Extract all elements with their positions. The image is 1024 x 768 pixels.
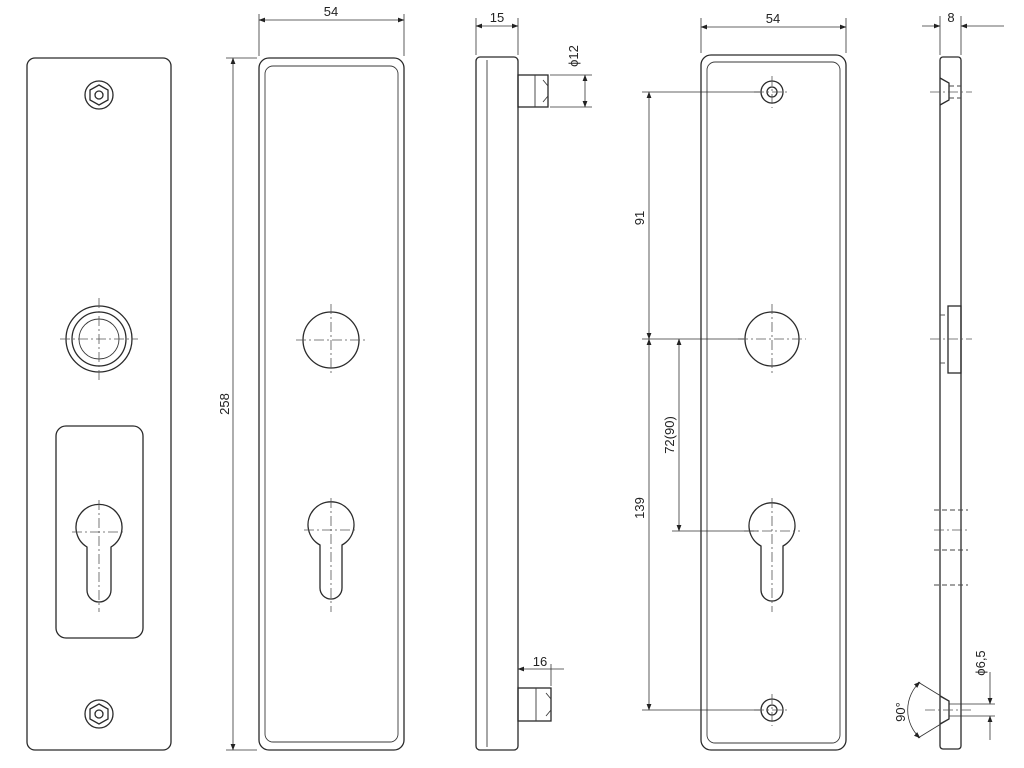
view-front-elevation: 54 258 <box>217 4 405 751</box>
dim-screw-diameter: ϕ6,5 <box>973 650 988 675</box>
view-side-profile: 15 ϕ12 16 <box>475 10 592 751</box>
dim-side-depth: 15 <box>490 10 504 25</box>
dim-lower-spacing: 139 <box>632 497 647 519</box>
dim-total-height: 258 <box>217 393 232 415</box>
view-section-side: 8 ϕ6,5 90° <box>893 10 1004 750</box>
keyhole-elevation-icon <box>307 501 355 600</box>
dim-boss-diameter: ϕ12 <box>566 45 581 67</box>
keyhole-dimensioned-icon <box>748 502 796 602</box>
dim-front-width: 54 <box>324 4 338 19</box>
keyhole-front-icon <box>72 500 126 612</box>
view-front-dimensioned: 54 91 139 72(90) <box>632 11 847 751</box>
dim-countersink-angle: 90° <box>893 702 908 722</box>
dim-right-width: 54 <box>766 11 780 26</box>
view-front-perspective <box>26 57 172 751</box>
dim-boss-length: 16 <box>533 654 547 669</box>
dim-key-spacing: 72(90) <box>662 416 677 454</box>
knob-rose-icon <box>60 298 138 382</box>
dim-upper-spacing: 91 <box>632 211 647 225</box>
screw-top-icon <box>84 80 114 110</box>
screw-bottom-icon <box>84 699 114 729</box>
dim-right-thickness: 8 <box>947 10 954 25</box>
